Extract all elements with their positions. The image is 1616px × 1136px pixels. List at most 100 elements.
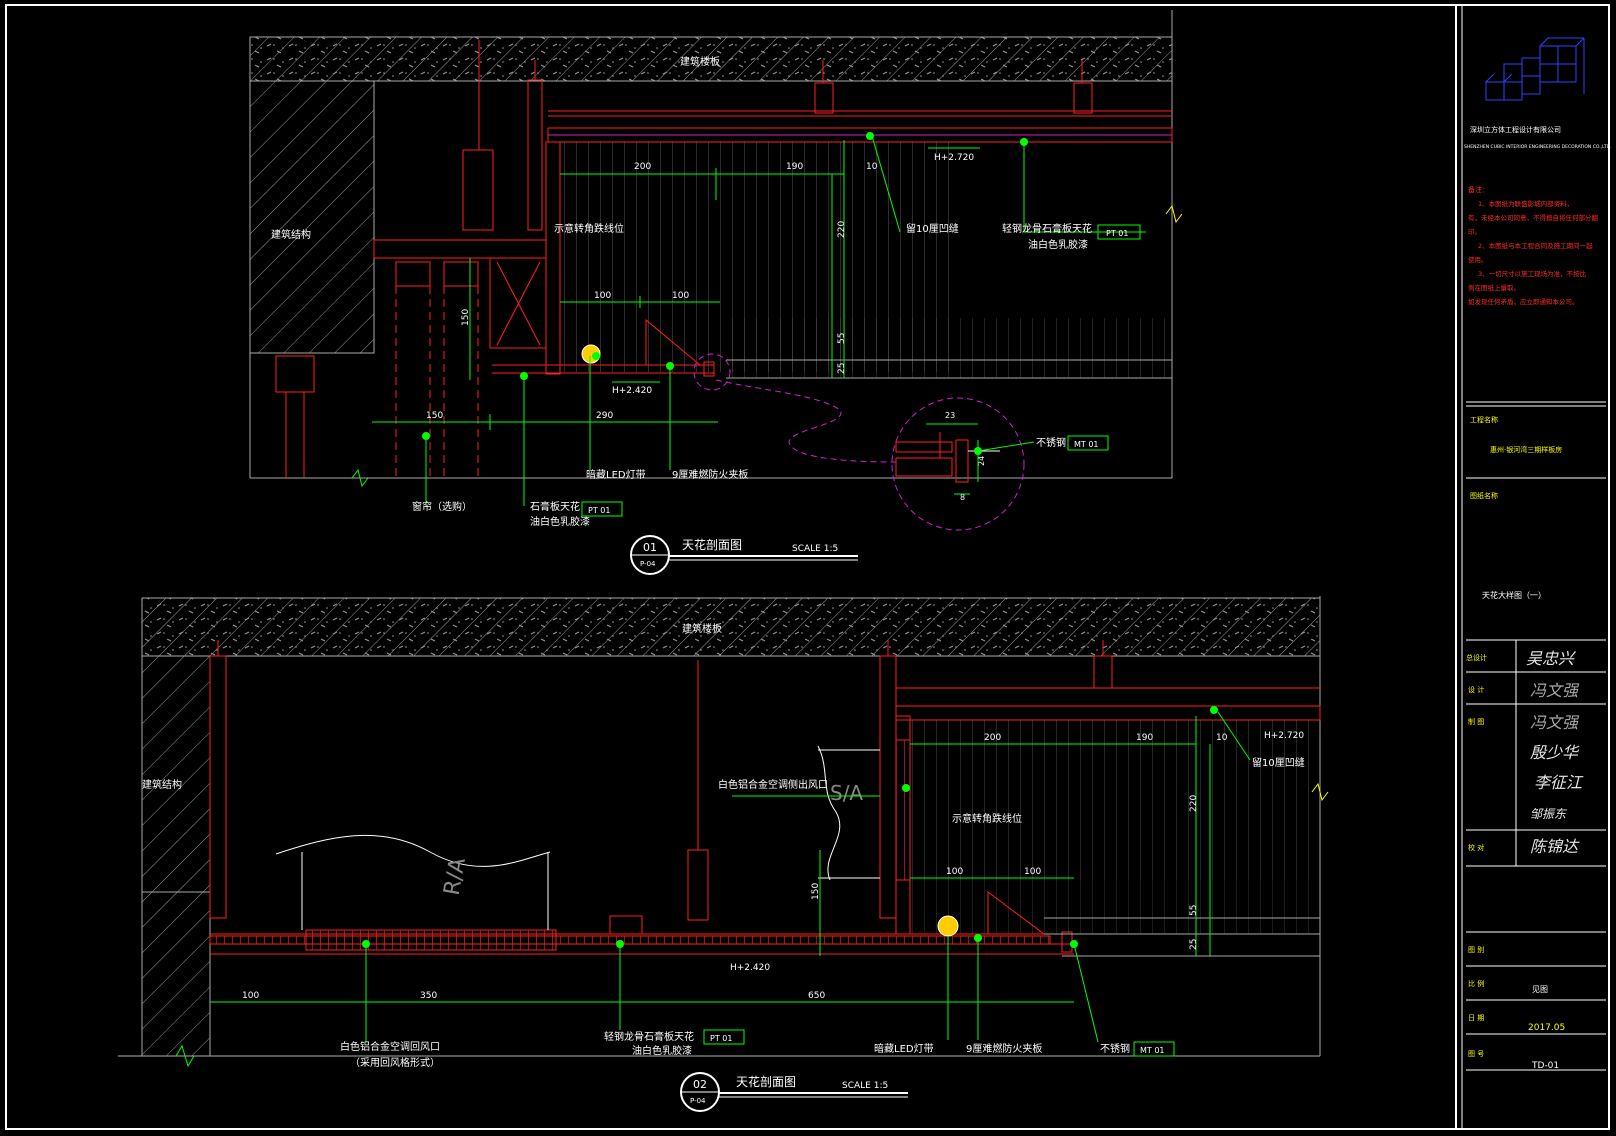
section-1-scale: SCALE 1:5 xyxy=(792,544,838,554)
detail-dim-24: 24 xyxy=(977,456,986,466)
s2-ceiling-note-1: 轻钢龙骨石膏板天花 xyxy=(604,1030,694,1043)
date-value: 2017.05 xyxy=(1528,1023,1565,1033)
s2-steel-tag: MT 01 xyxy=(1140,1046,1165,1055)
section-1-num: 01 xyxy=(643,541,657,554)
drawing-name: 天花大样图（一） xyxy=(1482,590,1546,600)
ratio-label: 比 例 xyxy=(1468,979,1484,988)
s2-led-note: 暗藏LED灯带 xyxy=(874,1042,934,1055)
s2-lamp-note: 示意转角跌线位 xyxy=(952,812,1022,825)
dim-55: 55 xyxy=(837,333,847,344)
note-line: 1、本图纸为联盛影城内部资料， xyxy=(1478,199,1573,208)
board-note: 9厘难燃防火夹板 xyxy=(672,468,748,481)
s2-dim-220: 220 xyxy=(1189,795,1199,812)
note-line: 3、一切尺寸以施工现场为准，不按比 xyxy=(1478,269,1587,278)
ceiling-note-2: 油白色乳胶漆 xyxy=(1028,238,1088,251)
signature-chief: 吴忠兴 xyxy=(1526,649,1577,668)
wall-hatch xyxy=(249,80,375,354)
dim-150h: 150 xyxy=(426,411,443,421)
slab-label-2: 建筑楼板 xyxy=(682,622,722,635)
design-label: 设 计 xyxy=(1468,685,1484,694)
s2-groove-note: 留10厘凹缝 xyxy=(1252,756,1305,769)
detail-dim-8: 8 xyxy=(960,493,965,502)
signature-draw: 冯文强 xyxy=(1530,713,1580,732)
note-line: 2、本图纸与本工程合同及施工期间一起 xyxy=(1478,241,1593,250)
slab-label: 建筑楼板 xyxy=(680,55,720,68)
s2-ceiling-note-2: 油白色乳胶漆 xyxy=(632,1044,692,1057)
s2-dim-350: 350 xyxy=(420,991,437,1001)
s2-elev-bottom: H+2.420 xyxy=(730,963,770,973)
curtain-note: 窗帘（选购） xyxy=(412,500,472,513)
dim-100b: 100 xyxy=(672,291,689,301)
s2-elev-top: H+2.720 xyxy=(1264,731,1304,741)
s2-dim-25: 25 xyxy=(1189,939,1199,950)
dim-190: 190 xyxy=(786,162,803,172)
section-2-name: 天花剖面图 xyxy=(736,1074,796,1089)
s2-dim-200: 200 xyxy=(984,733,1001,743)
section-2-scale: SCALE 1:5 xyxy=(842,1081,888,1091)
steel-note: 不锈钢 xyxy=(1036,436,1066,449)
ratio-value: 见图 xyxy=(1532,985,1548,994)
s2-ceiling-tag: PT 01 xyxy=(710,1034,732,1043)
section-2: 建筑楼板 建筑结构 xyxy=(118,596,1329,1112)
s2-steel-note: 不锈钢 xyxy=(1100,1042,1130,1055)
check-label: 校 对 xyxy=(1468,843,1484,852)
gypsum-tag: PT 01 xyxy=(588,506,610,515)
s2-dim-190: 190 xyxy=(1136,733,1153,743)
s2-dim-150: 150 xyxy=(811,883,821,900)
drawing-label: 图纸名称 xyxy=(1470,491,1498,500)
company-name-en: SHENZHEN CUBIC INTERIOR ENGINEERING DECO… xyxy=(1464,144,1612,150)
project-name: 惠州·银河湾三期样板房 xyxy=(1490,445,1562,454)
note-line: 例在图纸上量取。 xyxy=(1468,283,1520,292)
project-label: 工程名称 xyxy=(1470,415,1498,424)
number-label: 图 号 xyxy=(1468,1050,1484,1058)
sa-label: S/A xyxy=(830,781,863,805)
s2-dim-100b: 100 xyxy=(1024,867,1041,877)
signature-review-2: 李征江 xyxy=(1534,773,1584,792)
steel-tag: MT 01 xyxy=(1074,440,1099,449)
dim-100a: 100 xyxy=(594,291,611,301)
ceiling-note-1: 轻钢龙骨石膏板天花 xyxy=(1002,222,1092,235)
company-name-cn: 深圳立方体工程设计有限公司 xyxy=(1470,125,1561,134)
signature-design: 冯文强 xyxy=(1530,681,1580,700)
chief-label: 总设计 xyxy=(1466,653,1487,662)
wall-label: 建筑结构 xyxy=(271,228,311,241)
groove-note: 留10厘凹缝 xyxy=(906,222,959,235)
note-line: 如发现任何矛盾，应立即通知本公司。 xyxy=(1468,297,1579,306)
drawing-frame xyxy=(5,4,1610,1130)
section-2-ref: P-04 xyxy=(690,1097,706,1105)
s2-return-note-1: 白色铝合金空调回风口 xyxy=(340,1040,440,1053)
signature-check: 陈锦达 xyxy=(1530,837,1580,856)
notes-title: 备注： xyxy=(1468,185,1489,194)
s2-return-note-2: （采用回风格形式） xyxy=(350,1056,440,1069)
s2-dim-100: 100 xyxy=(242,991,259,1001)
ceiling-tag: PT 01 xyxy=(1106,229,1128,238)
gypsum-note-2: 油白色乳胶漆 xyxy=(530,515,590,528)
number-value: TD-01 xyxy=(1531,1061,1559,1071)
section-1: 建筑楼板 建筑结构 xyxy=(249,10,1183,575)
elev-top: H+2.720 xyxy=(934,153,974,163)
dim-220: 220 xyxy=(837,221,847,238)
dim-10: 10 xyxy=(866,162,878,172)
s2-vent-note: 白色铝合金空调侧出风口 xyxy=(718,778,828,791)
wall-label-2: 建筑结构 xyxy=(142,778,182,791)
s2-board-note: 9厘难燃防火夹板 xyxy=(966,1042,1042,1055)
section-2-title: 02 P-04 天花剖面图 SCALE 1:5 xyxy=(680,1072,908,1112)
date-label: 日 期 xyxy=(1468,1014,1484,1022)
gypsum-note-1: 石膏板天花 xyxy=(530,500,580,513)
note-line: 使用。 xyxy=(1468,255,1488,264)
section-1-ref: P-04 xyxy=(640,560,656,568)
lamp-note: 示意转角跌线位 xyxy=(554,222,624,235)
signature-review-1: 殷少华 xyxy=(1530,743,1580,762)
section-1-title: 01 P-04 天花剖面图 SCALE 1:5 xyxy=(630,535,858,575)
title-block: 深圳立方体工程设计有限公司 SHENZHEN CUBIC INTERIOR EN… xyxy=(1464,37,1612,1071)
detail-callout: 23 24 8 xyxy=(693,353,1035,531)
note-line: 有，未经本公司同意，不得擅自将任何部分翻 xyxy=(1468,213,1599,222)
elev-bottom: H+2.420 xyxy=(612,386,652,396)
draw-label: 制 图 xyxy=(1468,717,1484,726)
ra-label: R/A xyxy=(440,856,471,898)
dim-200: 200 xyxy=(634,162,651,172)
section-1-name: 天花剖面图 xyxy=(682,537,742,552)
detail-dim-23: 23 xyxy=(945,411,955,420)
dim-150v: 150 xyxy=(461,309,471,326)
